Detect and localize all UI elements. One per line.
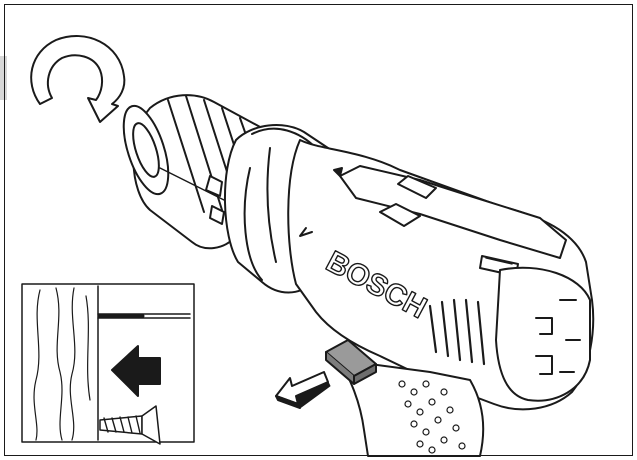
page-edge-tab [0, 56, 7, 100]
drill-handle [339, 359, 485, 457]
release-arrow-icon [275, 371, 331, 409]
drill-housing: BOSCH [287, 139, 595, 411]
drill-bit-icon [97, 313, 191, 319]
push-arrow-icon [111, 345, 161, 397]
figure-frame [4, 4, 633, 456]
rotation-arrow-icon [30, 35, 126, 123]
screw-icon [99, 405, 161, 445]
inset-panel [21, 283, 195, 445]
direction-switch [325, 339, 377, 385]
wood-grain [33, 287, 91, 441]
